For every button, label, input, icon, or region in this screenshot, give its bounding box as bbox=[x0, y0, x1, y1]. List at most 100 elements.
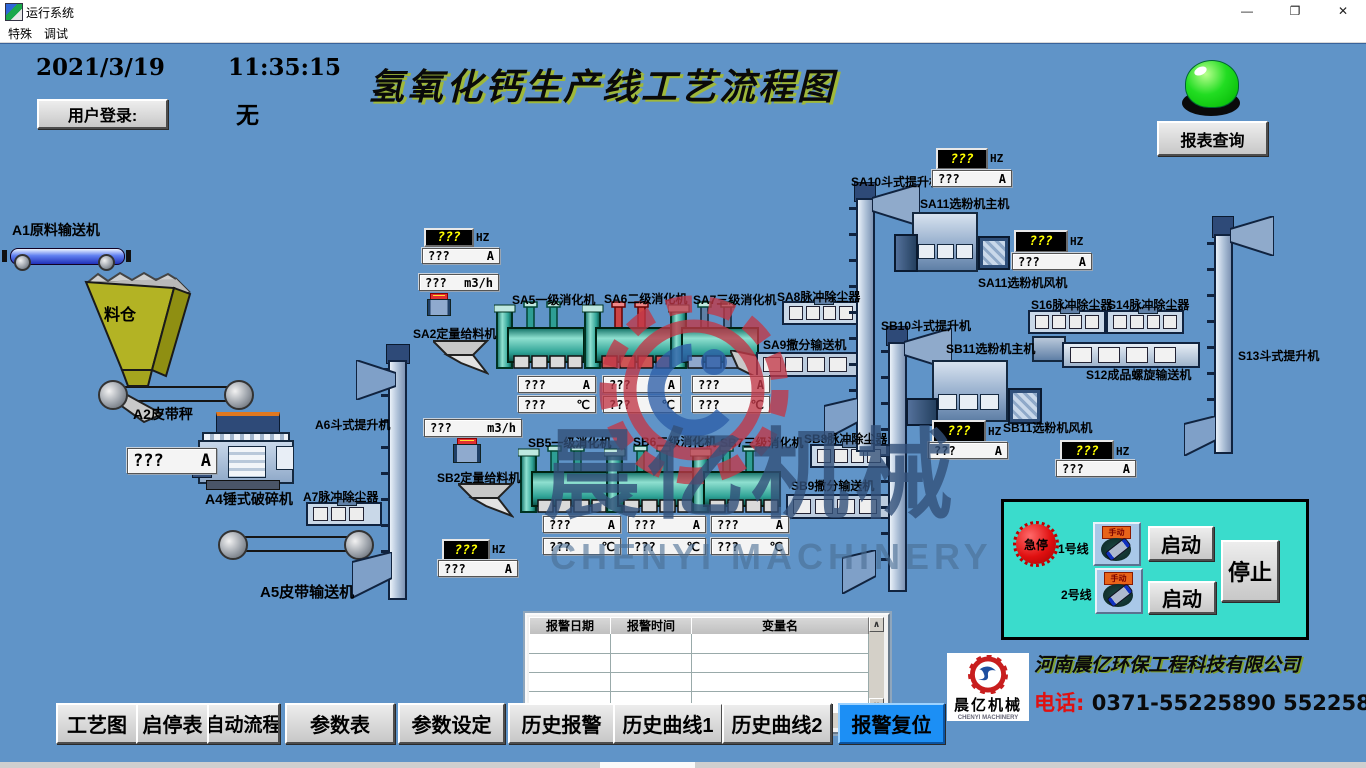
sa5-digester bbox=[494, 301, 585, 369]
sb11-fan-current-display: ???A bbox=[1056, 460, 1136, 477]
user-login-button[interactable]: 用户登录: bbox=[37, 99, 168, 129]
sa7-current-display: ???A bbox=[692, 376, 770, 393]
sb11-freq-unit: HZ bbox=[988, 425, 1002, 438]
sa11-fan-freq-unit: HZ bbox=[1070, 235, 1084, 248]
menu-special[interactable]: 特殊 bbox=[8, 27, 33, 41]
app-icon bbox=[5, 3, 23, 21]
s13-bottom-horn bbox=[1184, 416, 1216, 456]
a2-current-display: ???A bbox=[127, 448, 217, 474]
label-sb2: SB2定量给料机 bbox=[437, 471, 521, 485]
s13-elevator bbox=[1214, 234, 1233, 454]
nav-paramset-button[interactable]: 参数设定 bbox=[398, 703, 505, 744]
report-query-button[interactable]: 报表查询 bbox=[1157, 121, 1268, 156]
stop-button[interactable]: 停止 bbox=[1221, 540, 1279, 602]
label-sa9: SA9撒分输送机 bbox=[763, 338, 847, 352]
a7-dust-collector bbox=[306, 499, 382, 526]
sb6-digester bbox=[604, 445, 695, 513]
nav-startstop-button[interactable]: 启停表 bbox=[136, 703, 209, 744]
a1-wheel-left bbox=[14, 254, 31, 271]
label-a2: A2皮带秤 bbox=[133, 406, 193, 422]
line1-start-button[interactable]: 启动 bbox=[1148, 526, 1214, 561]
nav-histcurve1-button[interactable]: 历史曲线1 bbox=[613, 703, 723, 744]
emergency-stop-button[interactable]: 急停 bbox=[1013, 521, 1059, 567]
label-sa11-fan: SA11选粉机风机 bbox=[978, 276, 1068, 290]
menu-debug[interactable]: 调试 bbox=[44, 27, 69, 41]
company-logo-box: 晨亿机械 CHENYI MACHINERY bbox=[947, 653, 1029, 721]
sb11-fan-freq-unit: HZ bbox=[1116, 445, 1130, 458]
label-sa11-main: SA11选粉机主机 bbox=[920, 197, 1010, 211]
status-lamp bbox=[1182, 60, 1242, 118]
line2-start-button[interactable]: 启动 bbox=[1148, 581, 1216, 614]
label-a7: A7脉冲除尘器 bbox=[303, 490, 379, 504]
nav-alarmreset-button[interactable]: 报警复位 bbox=[838, 703, 945, 744]
line-control-panel: 急停 1号线 手动 启动 停止 2号线 手动 启动 bbox=[1001, 499, 1309, 640]
s12-drive-unit bbox=[1032, 336, 1066, 362]
line1-mode-switch[interactable]: 手动 bbox=[1093, 522, 1141, 566]
label-sa2: SA2定量给料机 bbox=[413, 327, 497, 341]
sb10-bottom-horn bbox=[842, 550, 876, 594]
nav-histcurve2-button[interactable]: 历史曲线2 bbox=[722, 703, 832, 744]
nav-paramtable-button[interactable]: 参数表 bbox=[285, 703, 395, 744]
nav-process-button[interactable]: 工艺图 bbox=[56, 703, 138, 744]
label-sa8: SA8脉冲除尘器 bbox=[777, 290, 861, 304]
sb2-feeder bbox=[458, 483, 514, 518]
sb2-freq-unit: HZ bbox=[492, 543, 506, 556]
sa11-fan-current-display: ???A bbox=[1012, 253, 1092, 270]
a1-end-right bbox=[126, 250, 131, 262]
sb6-temp-display: ???℃ bbox=[628, 538, 706, 555]
bottom-scroll-thumb[interactable] bbox=[600, 762, 695, 768]
sa10-freq-unit: HZ bbox=[990, 152, 1004, 165]
date-display: 2021/3/19 bbox=[36, 54, 165, 81]
sb5-current-display: ???A bbox=[543, 516, 621, 533]
title-bar: 运行系统 — ❐ ✕ bbox=[0, 0, 1366, 22]
sb2-freq-display: ??? bbox=[442, 539, 490, 561]
sb8-dust-collector bbox=[810, 441, 888, 468]
scroll-up-icon[interactable]: ∧ bbox=[869, 617, 884, 632]
minimize-button[interactable]: — bbox=[1241, 4, 1253, 18]
label-line1: 1号线 bbox=[1058, 542, 1089, 556]
menu-bar: 特殊 调试 bbox=[0, 22, 1366, 43]
close-icon[interactable]: ✕ bbox=[1337, 4, 1349, 18]
sa11-fan-freq-display: ??? bbox=[1014, 230, 1068, 253]
sa6-current-display: ???A bbox=[603, 376, 681, 393]
label-a1: A1原料输送机 bbox=[12, 222, 100, 238]
label-sb8: SB8脉冲除尘器 bbox=[804, 432, 888, 446]
label-sb11-fan: SB11选粉机风机 bbox=[1003, 421, 1093, 435]
label-sb7: SB7三级消化机 bbox=[720, 436, 804, 450]
label-s16: S16脉冲除尘器 bbox=[1031, 298, 1113, 312]
s14-dust-collector bbox=[1106, 307, 1184, 334]
process-canvas: 2021/3/19 11:35:15 氢氧化钙生产线工艺流程图 用户登录: 无 … bbox=[0, 42, 1366, 768]
a6-bottom-horn bbox=[352, 552, 392, 598]
company-logo-icon bbox=[968, 655, 1008, 694]
label-s14: S14脉冲除尘器 bbox=[1108, 298, 1190, 312]
sb5-temp-display: ???℃ bbox=[543, 538, 621, 555]
sb7-temp-display: ???℃ bbox=[711, 538, 789, 555]
label-a4: A4锤式破碎机 bbox=[205, 491, 293, 507]
label-sa5: SA5一级消化机 bbox=[512, 293, 596, 307]
alarm-col-time: 报警时间 bbox=[610, 617, 692, 636]
sa10-freq-display: ??? bbox=[936, 148, 988, 170]
sb2-valve bbox=[453, 438, 481, 463]
label-line2: 2号线 bbox=[1061, 588, 1092, 602]
label-silo: 料仓 bbox=[104, 307, 137, 324]
a1-end-left bbox=[2, 250, 7, 262]
sb9-conveyor bbox=[786, 494, 896, 519]
line2-mode-switch[interactable]: 手动 bbox=[1095, 568, 1143, 614]
label-a5: A5皮带输送机 bbox=[260, 584, 355, 601]
sa7-temp-display: ???℃ bbox=[692, 396, 770, 413]
s12-screw-conveyor bbox=[1062, 342, 1200, 368]
label-sb5: SB5一级消化机 bbox=[528, 436, 612, 450]
restore-icon[interactable]: ❐ bbox=[1289, 4, 1301, 18]
nav-histalarm-button[interactable]: 历史报警 bbox=[508, 703, 615, 744]
sa10-top-horn bbox=[872, 184, 920, 226]
sa5-temp-display: ???℃ bbox=[518, 396, 596, 413]
a5-pulley-right bbox=[344, 530, 374, 560]
a2-pulley-right bbox=[224, 380, 254, 410]
label-sa7: SA7三级消化机 bbox=[693, 293, 777, 307]
sb2-current-display: ???A bbox=[438, 560, 518, 577]
sa5-current-display: ???A bbox=[518, 376, 596, 393]
nav-autoflow-button[interactable]: 自动流程 bbox=[207, 703, 280, 744]
alarm-vscrollbar[interactable]: ∧ ∨ bbox=[869, 617, 884, 713]
sa2-valve bbox=[427, 293, 451, 317]
